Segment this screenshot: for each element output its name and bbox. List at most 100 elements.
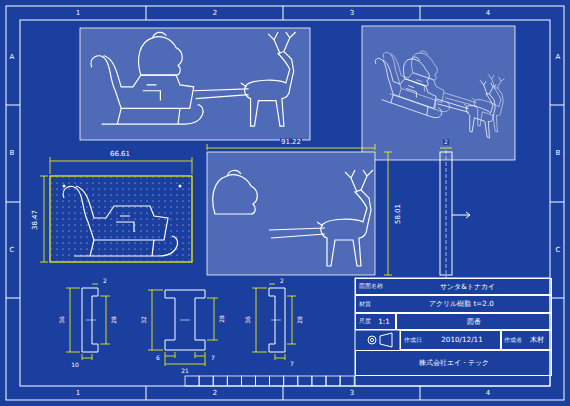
sleigh-part-panel xyxy=(50,176,192,262)
drawing-stroke xyxy=(63,185,66,188)
drawing-stroke xyxy=(446,150,447,278)
dimension-value: 32 xyxy=(141,315,147,325)
grid-letter: C xyxy=(9,247,16,254)
grid-number: 2 xyxy=(212,390,218,397)
drawing-stroke xyxy=(252,284,296,360)
dimension-value: 38.47 xyxy=(32,209,39,231)
title-block-cell: 尺度 1:1 xyxy=(355,313,397,330)
dimension-value: 28 xyxy=(111,315,117,325)
dimension-value: 7 xyxy=(289,361,295,367)
drawing-stroke xyxy=(284,376,298,386)
dimension-value: 7 xyxy=(210,355,216,361)
field-value: 株式会社エイ・テック xyxy=(359,359,548,367)
drawing-stroke xyxy=(91,32,296,126)
dimension-value: 28 xyxy=(297,315,303,325)
dimension-value: 91.22 xyxy=(280,139,302,146)
drawing-stroke xyxy=(375,43,496,140)
drawing-stroke xyxy=(452,212,470,218)
title-block-cell: 株式会社エイ・テック xyxy=(355,350,552,376)
grid-letter: C xyxy=(555,247,562,254)
drawing-stroke xyxy=(380,333,392,347)
side-view xyxy=(440,150,470,278)
drawing-stroke xyxy=(340,376,354,386)
grid-number: 3 xyxy=(349,10,355,17)
drawing-stroke xyxy=(383,37,504,134)
grid-letter: A xyxy=(9,54,16,61)
bracket-parts xyxy=(82,288,285,352)
dimension-value: 36 xyxy=(245,315,251,325)
santa-reindeer-part-panel xyxy=(207,152,375,275)
drawing-stroke xyxy=(66,284,110,360)
dimension-value: 2 xyxy=(279,278,285,284)
grid-number: 4 xyxy=(485,390,491,397)
field-value: 1:1 xyxy=(375,318,393,326)
field-label: 図面名称 xyxy=(359,283,383,290)
drawing-stroke xyxy=(269,170,373,266)
dimension-value: 66.61 xyxy=(109,151,131,158)
drawing-stroke xyxy=(213,376,227,386)
title-block-cell: 図番 xyxy=(395,313,552,330)
drawing-stroke xyxy=(241,376,255,386)
dimension-lines xyxy=(40,144,452,366)
drawing-stroke xyxy=(312,376,326,386)
drawing-stroke xyxy=(270,376,284,386)
drawing-stroke xyxy=(227,376,241,386)
field-value: アクリル樹脂 t=2.0 xyxy=(375,300,548,308)
dimension-value: 21 xyxy=(180,368,190,374)
drawing-stroke xyxy=(51,177,191,261)
revision-boxes xyxy=(185,376,354,386)
field-label: 材質 xyxy=(359,301,371,308)
sheet-frame xyxy=(6,6,564,400)
drawing-stroke xyxy=(50,176,192,262)
front-view-panel xyxy=(80,28,310,140)
grid-number: 1 xyxy=(75,10,81,17)
drawing-stroke xyxy=(179,185,182,188)
grid-number: 4 xyxy=(485,10,491,17)
dimension-value: 10 xyxy=(70,362,80,368)
title-block-cell: 材質アクリル樹脂 t=2.0 xyxy=(355,295,552,313)
dimension-value: 2 xyxy=(443,139,449,145)
drawing-stroke xyxy=(256,376,270,386)
drawing-stroke xyxy=(207,152,375,275)
field-value: サンタ&トナカイ xyxy=(387,283,548,291)
grid-letter: B xyxy=(555,150,562,157)
drawing-stroke xyxy=(370,338,373,341)
field-label: 作成者 xyxy=(504,337,522,344)
field-label: 尺度 xyxy=(359,318,371,325)
dimension-value: 6 xyxy=(155,355,161,361)
grid-number: 1 xyxy=(75,390,81,397)
drawing-stroke xyxy=(440,148,452,149)
grid-number: 2 xyxy=(212,10,218,17)
isometric-view-panel xyxy=(362,26,515,160)
drawing-stroke xyxy=(63,186,177,256)
grid-letter: A xyxy=(555,54,562,61)
drawing-stroke xyxy=(213,170,373,266)
title-block-cell: 図面名称サンタ&トナカイ xyxy=(355,278,552,295)
drawing-stroke xyxy=(355,330,400,350)
drawing-stroke xyxy=(362,26,515,160)
drawing-stroke xyxy=(80,28,310,140)
field-value: 2010/12/11 xyxy=(426,336,498,344)
drawing-stroke xyxy=(326,376,340,386)
drawing-stroke xyxy=(148,290,218,366)
field-label: 作成日 xyxy=(404,337,422,344)
drawing-stroke xyxy=(20,20,550,386)
drawing-stroke xyxy=(213,170,258,214)
drawing-stroke xyxy=(298,376,312,386)
drawing-stroke xyxy=(384,152,392,275)
drawing-stroke xyxy=(40,176,48,262)
field-value: 図番 xyxy=(399,318,548,326)
dimension-value: 58.01 xyxy=(395,203,402,225)
drawing-stroke xyxy=(368,336,376,344)
drawing-stroke xyxy=(6,6,564,400)
dimension-value: 2 xyxy=(102,278,108,284)
drawing-stroke xyxy=(199,376,213,386)
grid-letter: B xyxy=(9,150,16,157)
title-block-cell: 作成日 2010/12/11 xyxy=(400,330,502,350)
drawing-stroke xyxy=(185,376,199,386)
title-block-cell: 作成者木村 xyxy=(500,330,552,350)
drawing-stroke xyxy=(6,6,564,400)
